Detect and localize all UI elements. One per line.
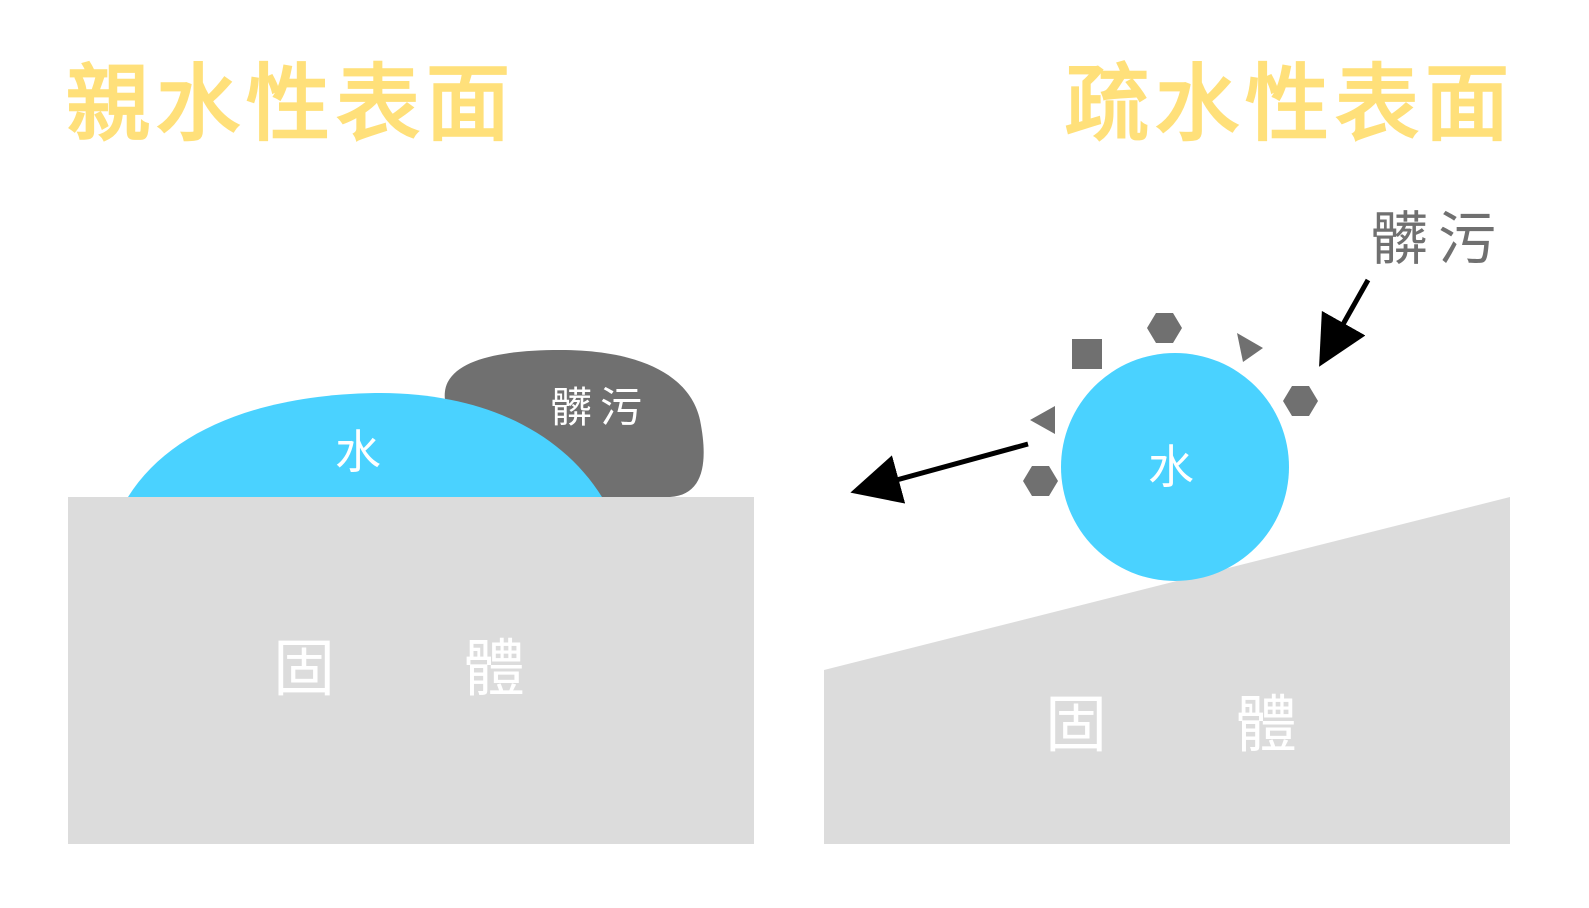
hydrophilic-panel: 親水性表面 水 髒污 固 體 bbox=[66, 55, 754, 844]
hydrophilic-solid-label-1: 固 bbox=[273, 632, 335, 705]
dirt-particle-hexagon-top bbox=[1147, 313, 1182, 343]
hydrophobic-water-label: 水 bbox=[1148, 440, 1194, 494]
hydrophobic-title: 疏水性表面 bbox=[1065, 55, 1515, 153]
roll-direction-arrow bbox=[850, 441, 1029, 504]
dirt-pointer-arrow bbox=[1319, 278, 1371, 367]
hydrophobic-panel: 疏水性表面 水 髒污 固 體 bbox=[824, 55, 1515, 844]
hydrophilic-solid-label-2: 體 bbox=[463, 632, 525, 705]
hydrophilic-dirt-label: 髒污 bbox=[550, 383, 650, 432]
dirt-particle-square bbox=[1072, 339, 1102, 369]
dirt-particle-hexagon-right bbox=[1283, 386, 1318, 416]
dirt-particle-triangle-left bbox=[1030, 406, 1055, 434]
hydrophobic-solid-label-2: 體 bbox=[1235, 688, 1297, 761]
dirt-particle-triangle-top bbox=[1237, 333, 1263, 362]
hydrophilic-water-label: 水 bbox=[335, 425, 381, 479]
hydrophobic-solid-label-1: 固 bbox=[1045, 688, 1107, 761]
hydrophobic-solid-slope bbox=[824, 497, 1510, 844]
hydrophilic-solid-block bbox=[68, 497, 754, 844]
hydrophilic-water-film bbox=[128, 392, 602, 497]
hydrophobic-dirt-label: 髒污 bbox=[1370, 205, 1506, 273]
hydrophobic-water-bead bbox=[1061, 353, 1289, 581]
hydrophilic-title: 親水性表面 bbox=[66, 55, 516, 153]
dirt-particle-hexagon-left bbox=[1023, 466, 1058, 496]
